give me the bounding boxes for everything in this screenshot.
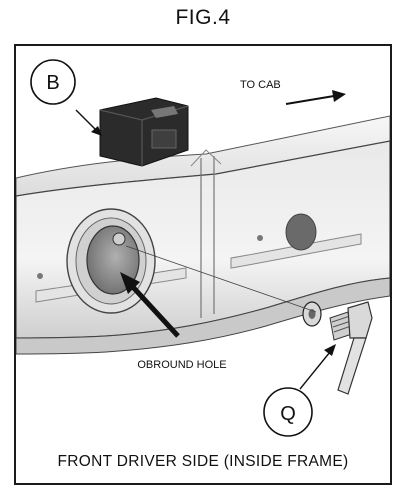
hole-nut — [112, 232, 126, 246]
hole-pointer-head — [120, 272, 140, 294]
rail-rib-right — [230, 233, 362, 269]
callout-b-label: B — [46, 72, 59, 94]
callout-q-circle — [263, 387, 313, 437]
callout-q-label: Q — [280, 403, 296, 425]
frame-rail-illustration: B TO CAB OBROUND HOLE Q — [16, 59, 390, 437]
callout-q-arrow — [299, 351, 331, 390]
rail-round-hole — [285, 213, 317, 251]
bolt-q — [302, 301, 373, 395]
rail-lower-flange — [16, 277, 390, 355]
rail-small-hole-2 — [257, 235, 263, 241]
rail-seam-top — [190, 149, 222, 167]
direction-arrowhead — [332, 90, 346, 102]
direction-arrow — [285, 95, 335, 105]
callout-b-circle — [30, 59, 76, 105]
bracket-b — [99, 97, 189, 167]
illustration-frame: B TO CAB OBROUND HOLE Q FRONT DRIVER SID… — [14, 44, 392, 485]
rail-seam — [200, 156, 215, 318]
alignment-line — [125, 245, 317, 313]
hole-pointer-shaft — [130, 284, 180, 338]
figure-caption: FRONT DRIVER SIDE (INSIDE FRAME) — [57, 453, 349, 470]
direction-label: TO CAB — [240, 79, 281, 91]
rail-small-hole-1 — [37, 273, 43, 279]
callout-q-arrowhead — [324, 344, 336, 356]
callout-b-arrowhead — [91, 126, 102, 136]
figure-title: FIG.4 — [175, 6, 231, 29]
callout-b-arrow — [75, 109, 99, 133]
hole-label: OBROUND HOLE — [137, 359, 226, 371]
